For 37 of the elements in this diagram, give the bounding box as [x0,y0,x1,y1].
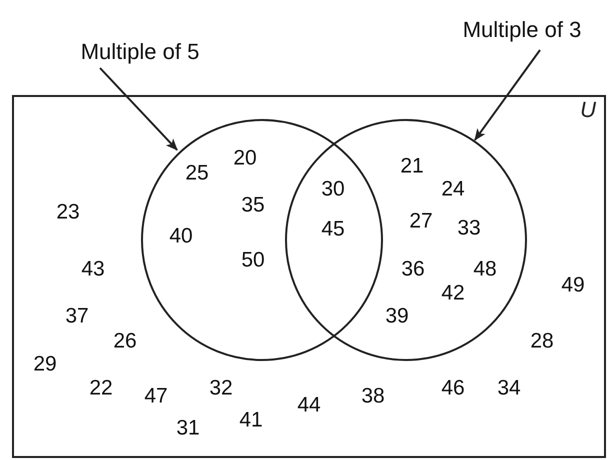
number-label: 32 [209,378,233,398]
number-label: 47 [144,386,168,406]
number-label: 34 [497,378,521,398]
number-label: 30 [321,178,345,200]
arrow [474,49,541,141]
number-label: 29 [33,354,57,374]
number-label: 25 [185,162,209,184]
number-label: 48 [473,258,497,280]
number-label: 50 [241,250,265,270]
number-label: 45 [321,218,345,240]
number-label: 26 [113,330,137,352]
number-label: 20 [233,148,257,168]
number-label: 21 [400,156,424,176]
number-label: 38 [361,386,385,406]
number-label: 43 [81,258,105,280]
set-symbol: U [580,99,596,121]
number-label: 37 [65,306,89,326]
arrow [99,67,178,151]
number-label: 39 [385,306,409,326]
number-label: 33 [457,218,481,238]
number-label: 35 [241,194,265,216]
set-label: Multiple of 3 [462,19,582,41]
number-label: 22 [89,378,113,398]
number-label: 36 [401,258,425,280]
number-label: 23 [56,202,80,222]
number-label: 27 [409,210,433,232]
number-label: 40 [169,226,193,246]
universal-set-rectangle [12,95,606,458]
number-label: 41 [239,410,263,430]
number-label: 31 [176,418,200,438]
set-label: Multiple of 5 [80,41,200,63]
number-label: 49 [561,274,585,296]
number-label: 24 [441,178,465,200]
number-label: 42 [441,282,465,304]
number-label: 46 [441,378,465,398]
number-label: 28 [530,330,554,352]
number-label: 44 [297,394,321,416]
